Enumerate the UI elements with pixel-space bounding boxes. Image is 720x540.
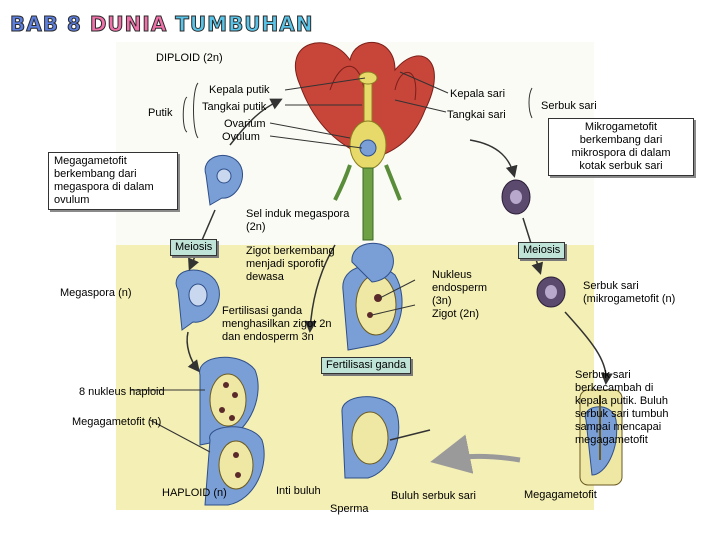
sperma-label: Sperma xyxy=(330,503,369,515)
ovule-icon xyxy=(204,154,244,206)
flower-illustration xyxy=(294,41,435,241)
serbuk-sari-mikro-label: Serbuk sari (mikrogametofit (n) xyxy=(583,280,676,305)
kepala-putik-label: Kepala putik xyxy=(209,84,270,96)
tangkai-putik-label: Tangkai putik xyxy=(202,101,267,113)
mikrogametofit-callout: Mikrogametofit berkembang dari mikrospor… xyxy=(548,118,694,176)
sel-induk-label: Sel induk megaspora (2n) xyxy=(246,208,350,233)
nukleus-endosperm-label: Nukleus endosperm (3n) Zigot (2n) xyxy=(432,269,488,320)
megagametofit-callout: Megagametofit berkembang dari megaspora … xyxy=(48,152,178,210)
fertilisasi-ganda-tag: Fertilisasi ganda xyxy=(321,357,412,374)
diploid-label: DIPLOID (2n) xyxy=(156,52,223,64)
title-part-1: BAB 8 xyxy=(10,12,90,37)
title-part-2: DUNIA xyxy=(89,12,176,37)
title-part-3: TUMBUHAN xyxy=(175,12,314,37)
chapter-title: BAB 8 DUNIA TUMBUHAN xyxy=(10,12,314,37)
ovule-icon xyxy=(199,356,259,446)
ovarium-label: Ovarium xyxy=(224,118,266,130)
serbuk-sari-label: Serbuk sari xyxy=(541,100,597,112)
pollen-grain-icon xyxy=(536,276,566,308)
ovule-icon xyxy=(579,389,623,486)
tangkai-sari-label: Tangkai sari xyxy=(447,109,506,121)
fertilisasi-note: Fertilisasi ganda menghasilkan zigot 2n … xyxy=(222,305,332,343)
megagametofit-label: Megagametofit xyxy=(524,489,597,501)
pollen-grain-icon xyxy=(501,179,531,215)
kepala-sari-label: Kepala sari xyxy=(450,88,506,100)
serbuk-berkecambah-callout: Serbuk sari berkecambah di kepala putik.… xyxy=(575,369,669,446)
ovule-icon xyxy=(175,269,220,331)
delapan-nukleus-label: 8 nukleus haploid xyxy=(79,386,165,398)
meiosis-tag-left: Meiosis xyxy=(170,239,218,256)
buluh-serbuk-sari-label: Buluh serbuk sari xyxy=(391,490,476,502)
meiosis-tag-right: Meiosis xyxy=(518,242,566,259)
inti-buluh-label: Inti buluh xyxy=(276,485,321,497)
ovule-icon xyxy=(204,426,265,506)
megagametofit-n-label: Megagametofit (n) xyxy=(72,416,162,428)
ovule-icon xyxy=(351,242,394,283)
megaspora-label: Megaspora (n) xyxy=(60,287,132,299)
putik-label: Putik xyxy=(148,107,173,119)
ovule-icon xyxy=(341,396,431,479)
haploid-label: HAPLOID (n) xyxy=(162,487,227,499)
ovulum-label: Ovulum xyxy=(222,131,260,143)
zigot-berkembang-label: Zigot berkembang menjadi sporofit dewasa xyxy=(246,245,335,283)
ovule-icon xyxy=(342,265,403,351)
